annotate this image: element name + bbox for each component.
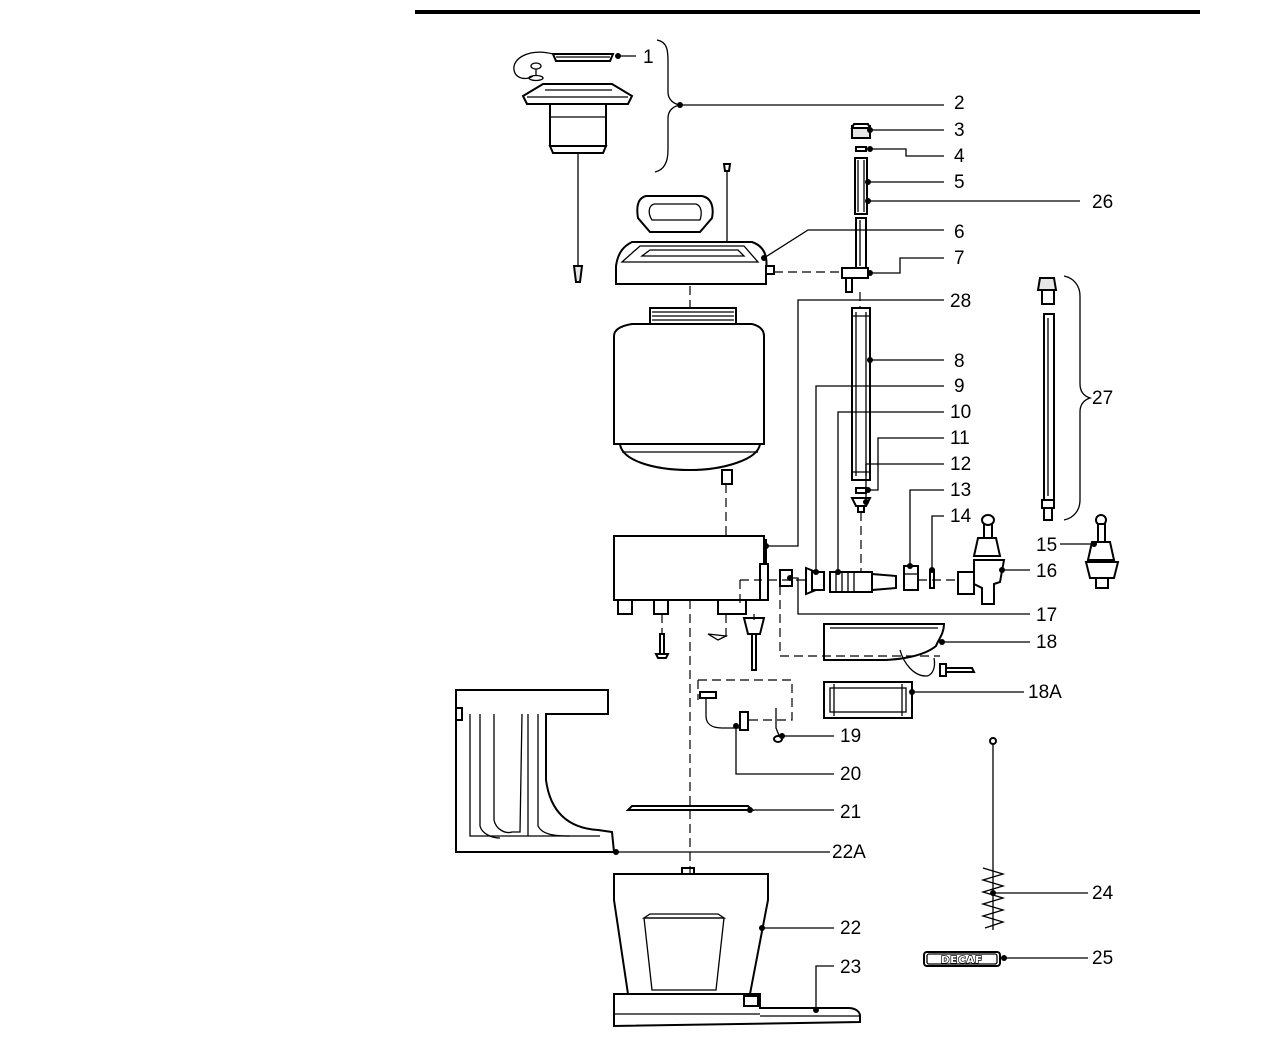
part-base-housing <box>613 535 769 615</box>
callout-2: 2 <box>954 93 965 114</box>
callout-20: 20 <box>840 764 861 785</box>
callout-14: 14 <box>950 506 972 527</box>
callout-15: 15 <box>1036 535 1057 556</box>
callout-21: 21 <box>840 802 861 823</box>
brace-27 <box>1063 275 1093 521</box>
part-drip-tray <box>823 623 976 677</box>
callout-24: 24 <box>1092 883 1114 904</box>
part-cover-handle <box>615 163 775 285</box>
callout-23: 23 <box>840 957 861 978</box>
part-decaf-badge: DECAF <box>923 951 1001 967</box>
part-sight-gauge <box>1036 277 1058 521</box>
brace-2 <box>654 39 681 173</box>
callout-7: 7 <box>954 248 965 269</box>
callout-1: 1 <box>643 47 654 68</box>
part-drip-plate <box>625 805 755 811</box>
callout-6: 6 <box>954 222 965 243</box>
part-gauge-stack <box>841 123 872 513</box>
callout-18: 18 <box>1036 632 1057 653</box>
part-lid-assembly <box>521 83 634 283</box>
part-base-stand <box>613 867 861 1028</box>
callout-19: 19 <box>840 726 861 747</box>
part-drip-grate <box>823 681 913 719</box>
callout-labels: 1 2 3 4 5 26 6 7 28 8 9 10 11 12 13 14 2… <box>643 47 1114 978</box>
part-faucet-assembly <box>779 514 1006 605</box>
callout-12: 12 <box>950 454 971 475</box>
callout-26: 26 <box>1092 192 1113 213</box>
callout-16: 16 <box>1036 561 1057 582</box>
leader-lines <box>613 53 1097 1013</box>
callout-18A: 18A <box>1028 682 1062 703</box>
part-tank <box>613 307 765 485</box>
callout-8: 8 <box>954 351 965 372</box>
callout-22A: 22A <box>832 842 866 863</box>
part-stand <box>455 689 616 853</box>
part-faucet-handle <box>1084 514 1120 589</box>
callout-9: 9 <box>954 376 965 397</box>
callout-27: 27 <box>1092 388 1113 409</box>
part-cleaning-brush <box>980 737 1006 930</box>
callout-10: 10 <box>950 402 971 423</box>
assembly-dashed-lines <box>661 271 958 874</box>
callout-28: 28 <box>950 291 971 312</box>
part-tubing <box>654 617 783 743</box>
callout-3: 3 <box>954 120 965 141</box>
part-lid-cap <box>513 51 615 82</box>
callout-22: 22 <box>840 918 861 939</box>
callout-5: 5 <box>954 172 965 193</box>
callout-13: 13 <box>950 480 971 501</box>
callout-25: 25 <box>1092 948 1113 969</box>
callout-4: 4 <box>954 146 965 167</box>
decaf-badge-text: DECAF <box>941 955 983 966</box>
callout-11: 11 <box>950 428 970 449</box>
callout-17: 17 <box>1036 605 1057 626</box>
